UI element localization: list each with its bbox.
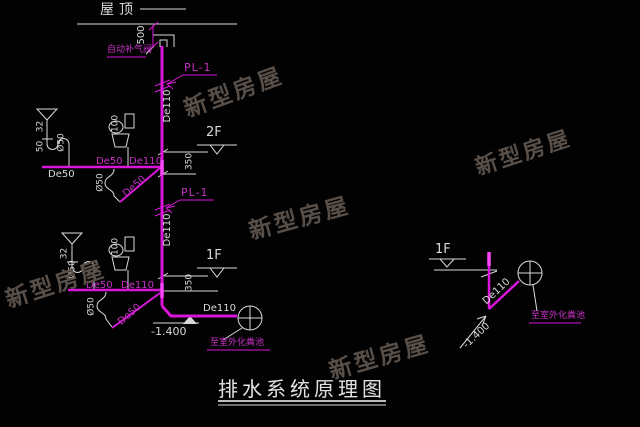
toilet-icon-1f bbox=[108, 236, 135, 289]
drain-diagonal-1f bbox=[111, 292, 161, 329]
roof-label: 屋顶 bbox=[100, 2, 138, 18]
pl1-leader-2 bbox=[165, 199, 214, 214]
floor-label-2f: 2F bbox=[206, 125, 222, 140]
outlet-pipe-left bbox=[160, 304, 237, 318]
floor-drain-trap-icon-1f bbox=[96, 291, 113, 328]
magenta-pipework bbox=[42, 21, 581, 351]
septic-label-left: 至室外化粪池 bbox=[210, 338, 265, 348]
floor-drain-trap-icon-2f bbox=[104, 168, 121, 203]
inspection-chamber-icon-right bbox=[517, 260, 543, 286]
riser-size-label-1: De110 bbox=[162, 89, 173, 123]
drawing-title: 排水系统原理图 bbox=[218, 377, 386, 401]
floor-label-1f-right: 1F bbox=[435, 242, 451, 257]
pipe-label-de110-1f: De110 bbox=[121, 280, 154, 291]
inspection-chamber-icon-left bbox=[237, 305, 263, 331]
dim-100-2f: 100 bbox=[110, 114, 121, 133]
elevation-arrow-right bbox=[459, 315, 487, 349]
dim-500: 500 bbox=[136, 25, 147, 45]
septic-leader-left bbox=[222, 327, 243, 341]
toilet-icon-2f bbox=[108, 113, 135, 166]
washbasin-icon-1f bbox=[60, 232, 95, 289]
floor-marker-1f-right bbox=[429, 258, 498, 278]
pipe-break-icon-2 bbox=[154, 203, 171, 217]
pipe-break-icon-1 bbox=[154, 79, 171, 93]
washbasin-icon-2f bbox=[35, 108, 70, 166]
drain-diagonal-2f bbox=[119, 167, 161, 203]
white-linework bbox=[35, 8, 543, 406]
floor-marker-1f-left bbox=[157, 267, 237, 292]
septic-leader-right bbox=[532, 284, 538, 312]
floor-label-1f-left: 1F bbox=[206, 248, 222, 263]
dim-500-lines bbox=[148, 21, 159, 51]
pipe-label-de110-2f: De110 bbox=[129, 156, 162, 167]
pipe-label-de50-1f: De50 bbox=[86, 280, 113, 291]
dim-350-2f: 350 bbox=[184, 152, 195, 171]
elevation-marker-icon bbox=[183, 316, 197, 324]
elevation-value-left: -1.400 bbox=[151, 325, 187, 338]
trap-size-2f-basin: Ø50 bbox=[56, 133, 67, 152]
dim-50-2f: 50 bbox=[35, 140, 46, 153]
riser-size-label-2: De110 bbox=[162, 213, 173, 247]
floor-marker-2f bbox=[157, 144, 237, 178]
trap-size-1f-drain: Ø50 bbox=[86, 297, 97, 316]
pipe-label-de50-2f: De50 bbox=[96, 156, 123, 167]
vent-valve-label: 自动补气阀 bbox=[107, 45, 153, 55]
dim-350-1f: 350 bbox=[184, 273, 195, 292]
riser-tag-2: PL-1 bbox=[181, 186, 209, 199]
outlet-diagonal-right bbox=[488, 280, 520, 310]
pipe-label-de50-2f-white: De50 bbox=[48, 169, 75, 180]
air-valve-icon bbox=[152, 34, 175, 47]
riser-tag-1: PL-1 bbox=[184, 61, 212, 74]
trap-size-2f-drain: Ø50 bbox=[95, 173, 106, 192]
pipe-label-de110-outlet: De110 bbox=[203, 303, 236, 314]
septic-label-right: 至室外化粪池 bbox=[531, 311, 586, 321]
pipe-junction-highlights bbox=[160, 160, 491, 298]
